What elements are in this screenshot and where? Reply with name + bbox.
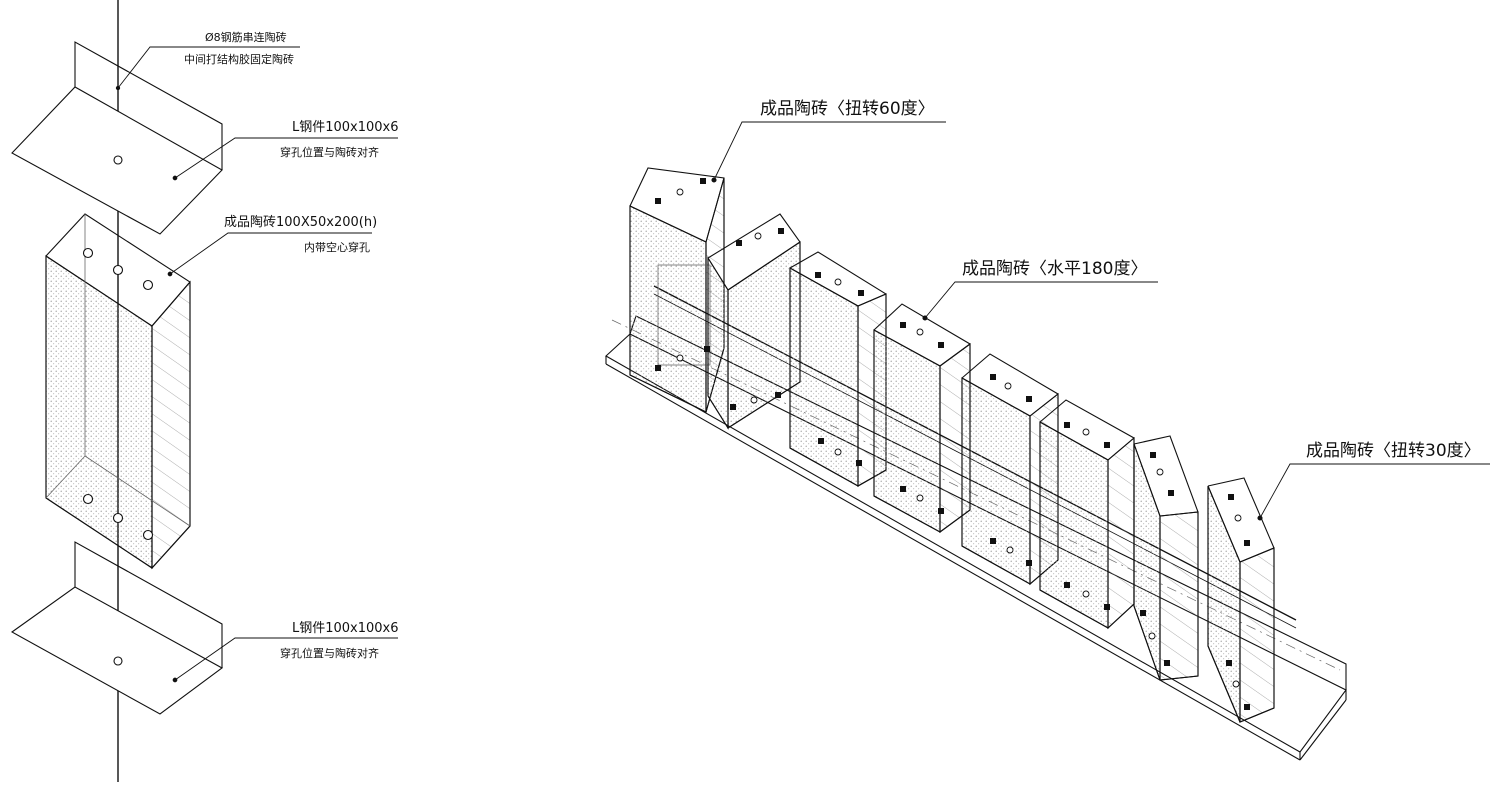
tile-note-line1: 成品陶砖100X50x200(h) — [224, 214, 377, 230]
bottom-angle-note-line1: L钢件100x100x6 — [292, 621, 399, 636]
tile-rotated-60-b — [707, 213, 801, 430]
tile-rotated-30-a — [1133, 435, 1199, 681]
tile-flat-a — [789, 251, 887, 487]
tile-flat-c — [1039, 399, 1135, 630]
right-labels: 成品陶砖〈扭转60度〉 成品陶砖〈水平180度〉 成品陶砖〈扭转30度〉 — [760, 99, 1481, 461]
hole-marks — [676, 188, 1242, 688]
bolt-marks — [655, 178, 1250, 710]
top-angle-note-line2: 穿孔位置与陶砖对齐 — [280, 145, 379, 159]
left-tile — [45, 213, 191, 570]
left-labels: Ø8钢筋串连陶砖 中间打结构胶固定陶砖 L钢件100x100x6 穿孔位置与陶砖… — [184, 30, 399, 660]
top-angle-note-line1: L钢件100x100x6 — [292, 120, 399, 135]
leader-flat180 — [924, 281, 1158, 319]
left-exploded-detail — [10, 0, 398, 782]
leader-rot60 — [713, 121, 946, 181]
rod-note-line2: 中间打结构胶固定陶砖 — [184, 52, 294, 66]
label-rot60: 成品陶砖〈扭转60度〉 — [760, 99, 935, 119]
tile-note-line2: 内带空心穿孔 — [304, 240, 370, 254]
bottom-angle-note-line2: 穿孔位置与陶砖对齐 — [280, 646, 379, 660]
leader-tile — [169, 232, 372, 275]
leader-rod — [117, 46, 300, 89]
leader-top-angle — [174, 137, 398, 179]
label-rot30: 成品陶砖〈扭转30度〉 — [1306, 441, 1481, 461]
label-flat180: 成品陶砖〈水平180度〉 — [962, 259, 1147, 279]
bottom-angle-steel — [10, 541, 224, 715]
top-angle-steel — [11, 41, 223, 235]
leader-bottom-angle — [174, 637, 398, 681]
right-assembly — [605, 121, 1490, 761]
leader-rot30 — [1259, 463, 1490, 519]
rod-note-line1: Ø8钢筋串连陶砖 — [205, 30, 287, 44]
